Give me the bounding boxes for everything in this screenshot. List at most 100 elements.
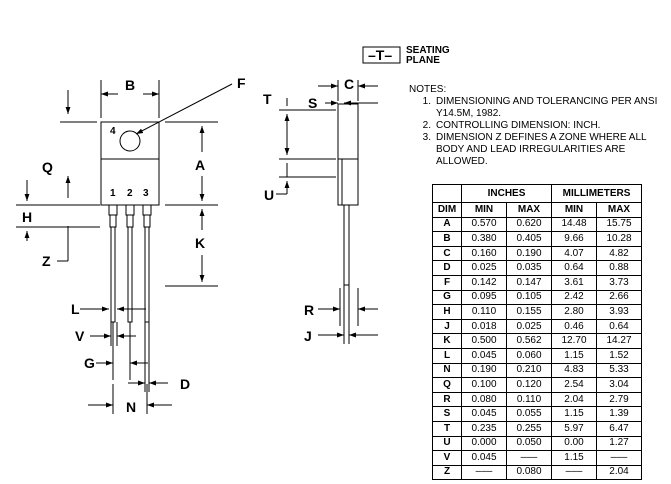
side-body: [337, 158, 359, 206]
table-cell-value: 6.47: [596, 420, 642, 437]
table-cell-dim: N: [432, 362, 462, 379]
table-cell-value: 0.035: [506, 260, 552, 276]
table-header-blank: [432, 184, 462, 203]
table-cell-value: 0.64: [596, 318, 642, 335]
table-cell-value: 1.52: [596, 347, 642, 364]
table-cell-value: 0.155: [506, 304, 552, 320]
table-cell-value: 5.97: [551, 420, 597, 437]
table-cell-value: 2.79: [596, 391, 642, 408]
dimension-table: INCHES MILLIMETERS DIM MIN MAX MIN MAX A…: [432, 184, 642, 481]
table-cell-value: 0.255: [506, 420, 552, 437]
table-header-mm-min: MIN: [551, 202, 597, 218]
table-cell-value: 0.142: [461, 274, 507, 291]
table-cell-value: 0.235: [461, 420, 507, 437]
note-3-text: DIMENSION Z DEFINES A ZONE WHERE ALL: [436, 132, 647, 143]
label-u: U: [264, 187, 274, 203]
table-cell-value: 0.100: [461, 377, 507, 393]
table-cell-value: 0.050: [506, 435, 552, 452]
table-cell-value: 0.025: [461, 260, 507, 276]
table-cell-value: 0.64: [551, 260, 597, 276]
table-cell-value: 3.04: [596, 377, 642, 393]
label-g: G: [84, 355, 95, 371]
leader-f: [135, 83, 233, 135]
label-n: N: [126, 399, 136, 415]
table-header-inches: INCHES: [461, 184, 552, 203]
table-header-dim: DIM: [432, 202, 462, 218]
table-cell-dim: D: [432, 260, 462, 276]
table-cell-value: 0.147: [506, 274, 552, 291]
table-cell-value: –––: [551, 464, 597, 481]
table-cell-dim: L: [432, 347, 462, 364]
front-view: [16, 80, 233, 414]
table-cell-value: 0.105: [506, 289, 552, 306]
table-cell-value: 0.025: [506, 318, 552, 335]
note-1-text-cont: Y14.5M, 1982.: [436, 108, 502, 119]
table-cell-value: 1.27: [596, 435, 642, 452]
side-tab: [337, 103, 359, 160]
table-cell-value: 0.045: [461, 347, 507, 364]
note-1-number: 1.: [422, 96, 431, 107]
table-cell-dim: F: [432, 274, 462, 291]
notes-heading: NOTES:: [409, 84, 447, 95]
pin-label-4: 4: [110, 126, 116, 137]
label-l: L: [71, 301, 80, 317]
note-2-text: CONTROLLING DIMENSION: INCH.: [436, 120, 601, 131]
seating-plane-line2: PLANE: [406, 55, 440, 66]
table-cell-value: 0.110: [506, 391, 552, 408]
pin-label-1: 1: [110, 188, 116, 199]
lead-shoulder-1: [108, 204, 118, 216]
label-j: J: [304, 328, 312, 344]
table-cell-dim: R: [432, 391, 462, 408]
table-cell-dim: C: [432, 245, 462, 262]
note-1-text: DIMENSIONING AND TOLERANCING PER ANSI: [436, 96, 658, 107]
table-cell-value: 0.380: [461, 231, 507, 247]
table-cell-dim: J: [432, 318, 462, 335]
table-cell-value: 12.70: [551, 333, 597, 349]
table-cell-value: 0.045: [461, 406, 507, 422]
datum-symbol: –T–: [368, 47, 392, 63]
table-cell-value: 0.190: [506, 245, 552, 262]
table-cell-value: 2.04: [596, 464, 642, 481]
label-h: H: [22, 209, 32, 225]
table-cell-dim: K: [432, 333, 462, 349]
note-1: 1. DIMENSIONING AND TOLERANCING PER ANSI: [409, 96, 671, 108]
table-cell-value: 4.83: [551, 362, 597, 379]
table-header-mm-max: MAX: [596, 202, 642, 218]
table-cell-value: 0.562: [506, 333, 552, 349]
lead-3: [144, 226, 150, 323]
table-cell-value: 0.500: [461, 333, 507, 349]
table-cell-value: 2.42: [551, 289, 597, 306]
table-cell-dim: Z: [432, 464, 462, 481]
notes-block: NOTES: 1. DIMENSIONING AND TOLERANCING P…: [409, 84, 671, 168]
side-lead: [343, 204, 350, 286]
table-cell-value: 0.46: [551, 318, 597, 335]
label-r: R: [304, 302, 314, 318]
table-cell-value: 2.66: [596, 289, 642, 306]
table-cell-value: 0.88: [596, 260, 642, 276]
table-cell-value: 0.095: [461, 289, 507, 306]
label-a: A: [195, 157, 205, 173]
lead-neck-2: [126, 215, 134, 228]
label-s: S: [308, 95, 317, 111]
table-cell-dim: B: [432, 231, 462, 247]
lead-neck-3: [143, 215, 151, 228]
lead-shoulder-2: [125, 204, 135, 216]
table-cell-value: 2.04: [551, 391, 597, 408]
table-header-inch-min: MIN: [461, 202, 507, 218]
label-q: Q: [42, 159, 53, 175]
table-cell-value: 3.93: [596, 304, 642, 320]
table-cell-value: 0.000: [461, 435, 507, 452]
